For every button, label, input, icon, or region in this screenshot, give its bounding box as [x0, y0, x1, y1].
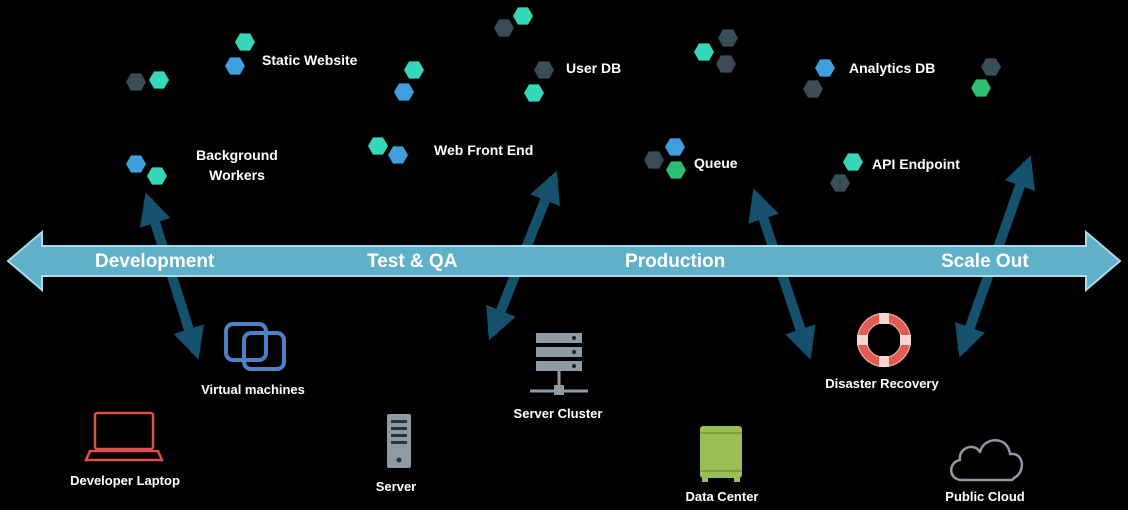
data-center-icon — [700, 426, 742, 482]
hexagon-cluster-icon — [694, 29, 738, 73]
label-web-front-end: Web Front End — [434, 142, 534, 158]
label-server-cluster: Server Cluster — [513, 406, 603, 421]
server-cluster-icon — [530, 333, 588, 395]
label-virtual-machines: Virtual machines — [201, 382, 305, 397]
hexagon-cluster-icon — [126, 71, 169, 91]
label-static-website: Static Website — [262, 52, 358, 68]
label-server: Server — [375, 479, 417, 494]
hexagon-cluster-icon — [971, 58, 1001, 97]
hexagon-cluster-icon — [225, 33, 255, 75]
label-public-cloud: Public Cloud — [945, 489, 1025, 504]
label-queue: Queue — [694, 155, 738, 171]
laptop-icon — [84, 411, 164, 462]
hexagon-cluster-icon — [494, 7, 533, 37]
virtual-machines-icon — [224, 322, 286, 371]
label-analytics-db: Analytics DB — [849, 60, 936, 76]
label-background-workers-line2: Workers — [209, 167, 265, 183]
hexagon-cluster-icon — [126, 155, 167, 185]
server-tower-icon — [387, 414, 411, 468]
hexagon-cluster-icon — [524, 61, 554, 102]
phase-test-qa: Test & QA — [367, 251, 458, 272]
hexagon-cluster-icon — [830, 153, 863, 192]
hexagon-cluster-icon — [368, 137, 408, 164]
label-api-endpoint: API Endpoint — [872, 156, 960, 172]
label-developer-laptop: Developer Laptop — [70, 473, 180, 488]
label-disaster-recovery: Disaster Recovery — [825, 376, 939, 391]
hexagon-cluster-icon — [803, 59, 835, 98]
label-user-db: User DB — [566, 60, 622, 76]
lifebuoy-icon — [856, 312, 912, 368]
label-background-workers-line1: Background — [196, 147, 278, 163]
phase-scale-out: Scale Out — [941, 251, 1029, 272]
phase-development: Development — [95, 251, 215, 272]
cloud-icon — [950, 439, 1023, 482]
timeline-arrow — [6, 229, 1122, 293]
phase-production: Production — [625, 251, 726, 272]
hexagon-cluster-icon — [644, 138, 686, 179]
label-data-center: Data Center — [685, 489, 759, 504]
hexagon-cluster-icon — [394, 61, 424, 101]
